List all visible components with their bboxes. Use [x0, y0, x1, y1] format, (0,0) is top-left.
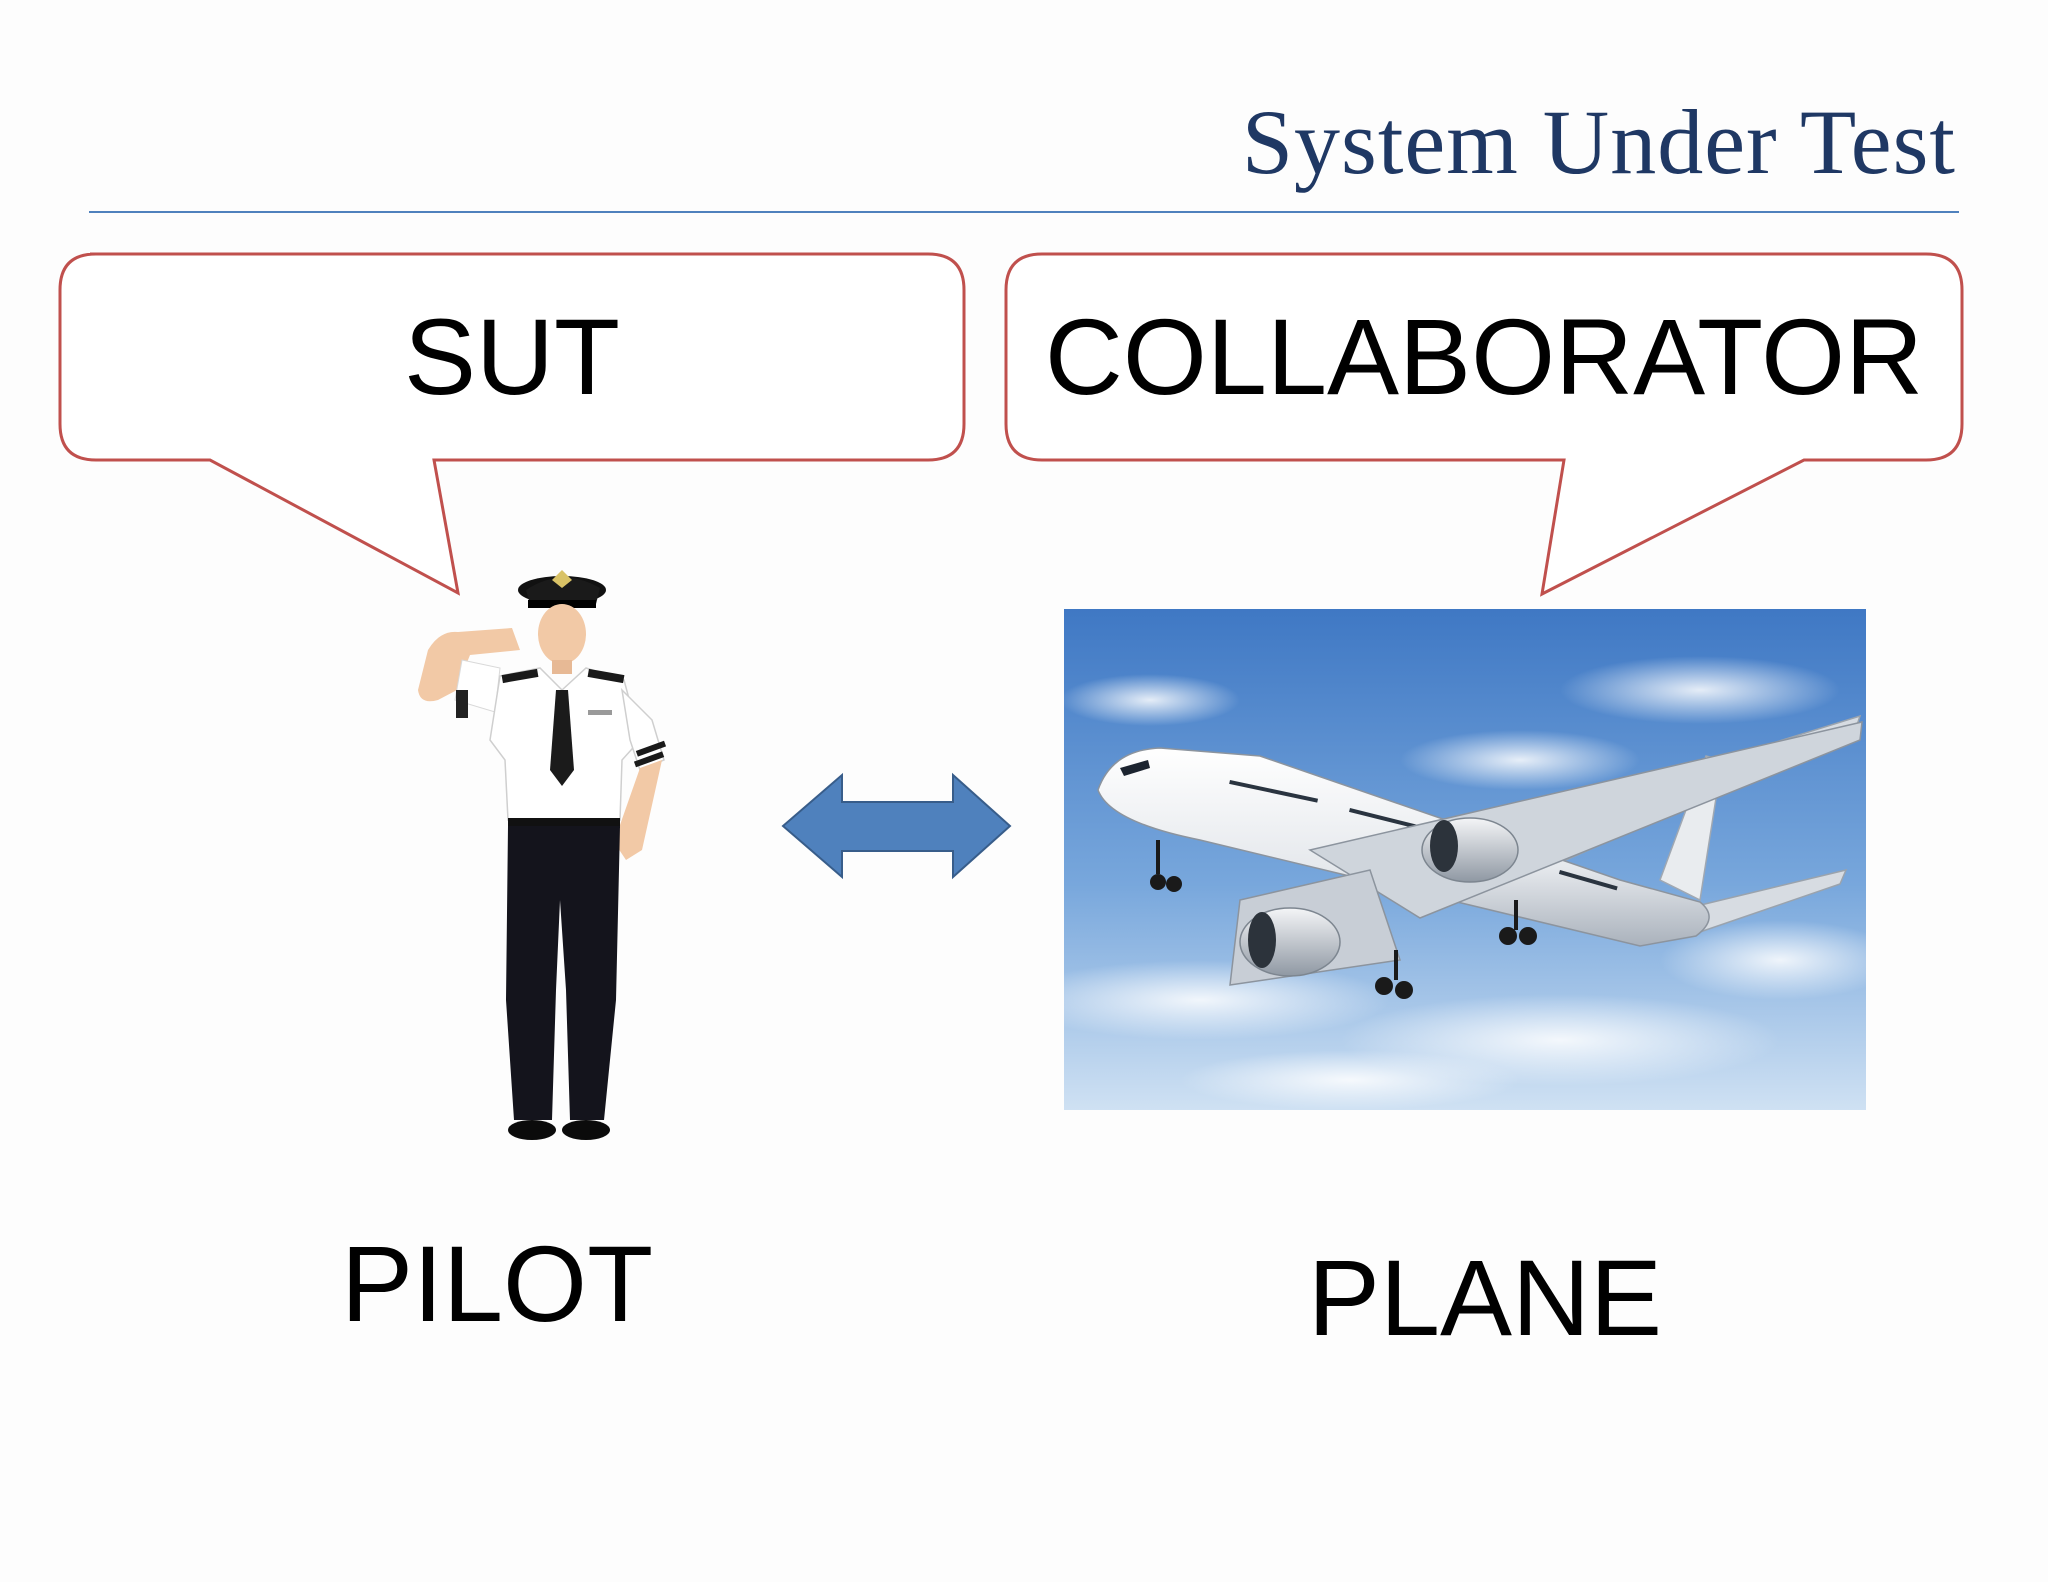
collaborator-callout-bubble [1004, 252, 1964, 597]
collaborator-callout-label: COLLABORATOR [1044, 296, 1924, 417]
sut-callout-bubble [58, 252, 966, 596]
pilot-figure-icon [418, 570, 667, 1140]
pilot-label: PILOT [340, 1223, 654, 1344]
plane-label: PLANE [1307, 1237, 1663, 1358]
title-divider [89, 211, 1959, 213]
double-arrow-icon [781, 772, 1012, 880]
sut-callout-label: SUT [404, 296, 620, 417]
airplane-photo [1010, 609, 1900, 1110]
slide-title: System Under Test [1241, 91, 1956, 193]
